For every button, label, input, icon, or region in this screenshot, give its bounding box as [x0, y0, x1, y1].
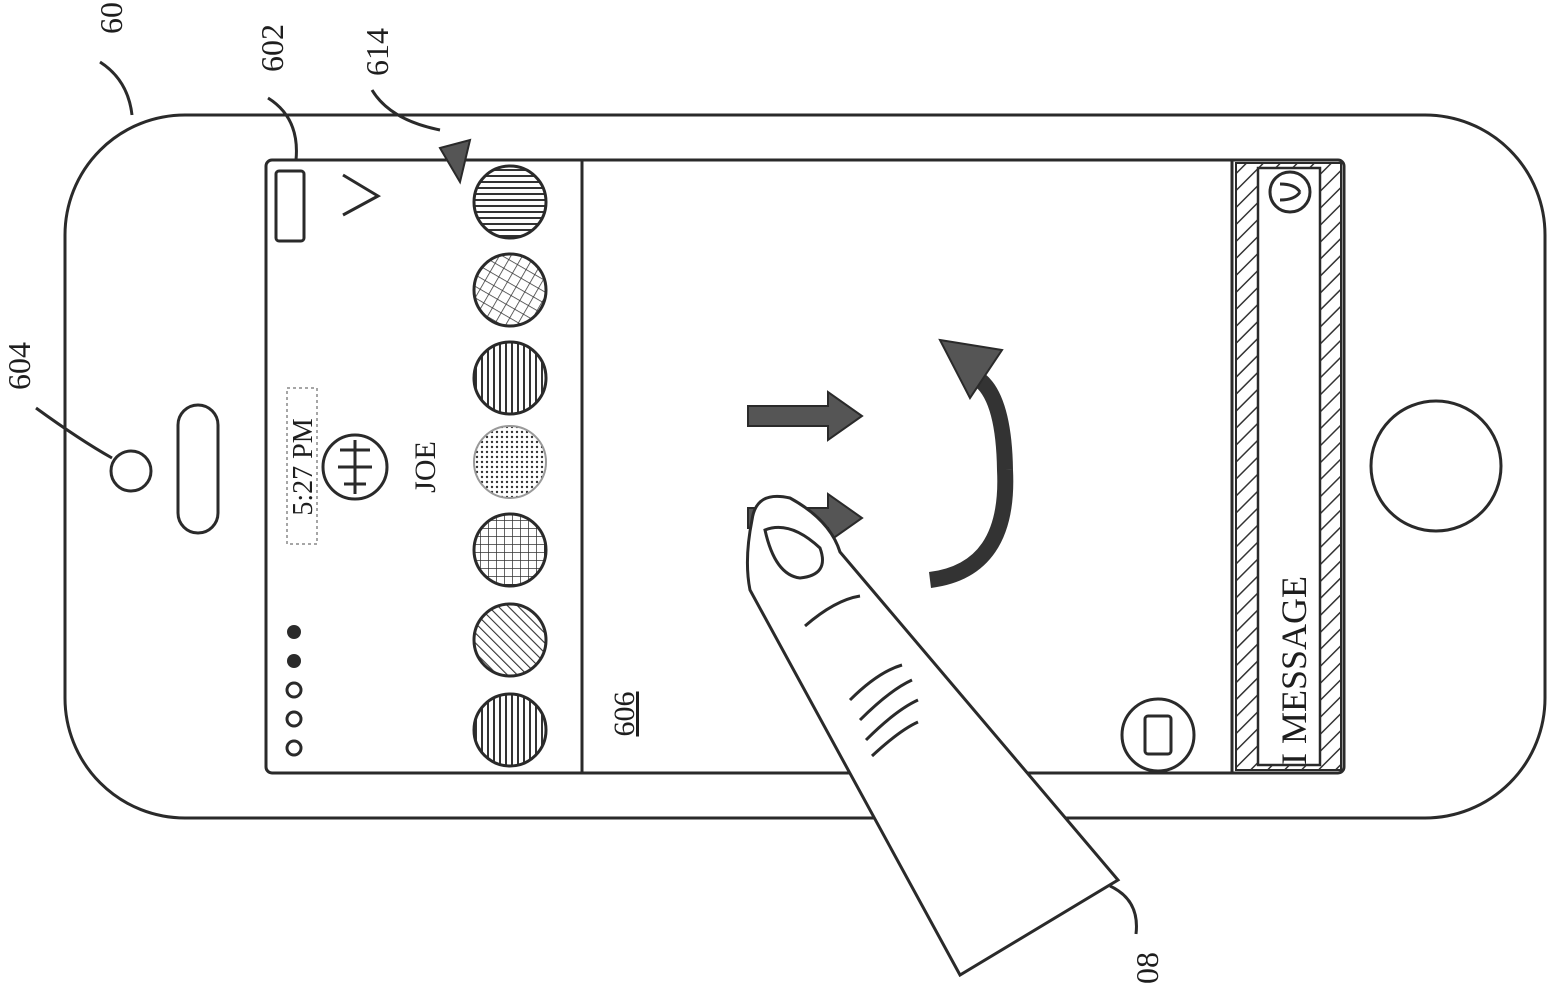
leader-602 — [268, 98, 296, 160]
ref-swatches: 614 — [359, 28, 395, 76]
leader-614 — [372, 90, 440, 130]
swatch-crosshatch[interactable] — [474, 254, 546, 326]
message-placeholder: I MESSAGE — [1274, 576, 1314, 765]
speaker-slot — [178, 405, 218, 533]
color-swatches — [474, 166, 546, 766]
ref-display: 602 — [254, 24, 290, 72]
swatch-vertical[interactable] — [474, 342, 546, 414]
home-button-icon[interactable] — [1371, 401, 1501, 531]
battery-icon — [276, 171, 304, 241]
swatch-stripe[interactable] — [474, 694, 546, 766]
curved-arrow-icon — [930, 340, 1005, 580]
ref-device: 60 — [93, 2, 129, 34]
camera-icon — [111, 451, 151, 491]
swatch-grid[interactable] — [474, 514, 546, 586]
status-time: 5:27 PM — [288, 418, 319, 515]
swatch-stipple[interactable] — [474, 426, 546, 498]
chevron-icon[interactable] — [343, 175, 378, 215]
leader-604 — [36, 408, 112, 458]
swatch-dense[interactable] — [474, 166, 546, 238]
ref-finger: 08 — [1129, 952, 1165, 984]
swatch-diagonal[interactable] — [474, 604, 546, 676]
signal-dots-icon — [287, 625, 301, 755]
ref-touch-area: 606 — [608, 692, 641, 737]
ref-camera: 604 — [1, 342, 37, 390]
finger-icon — [747, 496, 1118, 975]
avatar-icon[interactable] — [323, 435, 387, 499]
camera-button[interactable] — [1122, 699, 1194, 771]
contact-name: JOE — [409, 441, 442, 493]
leader-08 — [1110, 886, 1136, 934]
leader-60 — [100, 62, 132, 115]
